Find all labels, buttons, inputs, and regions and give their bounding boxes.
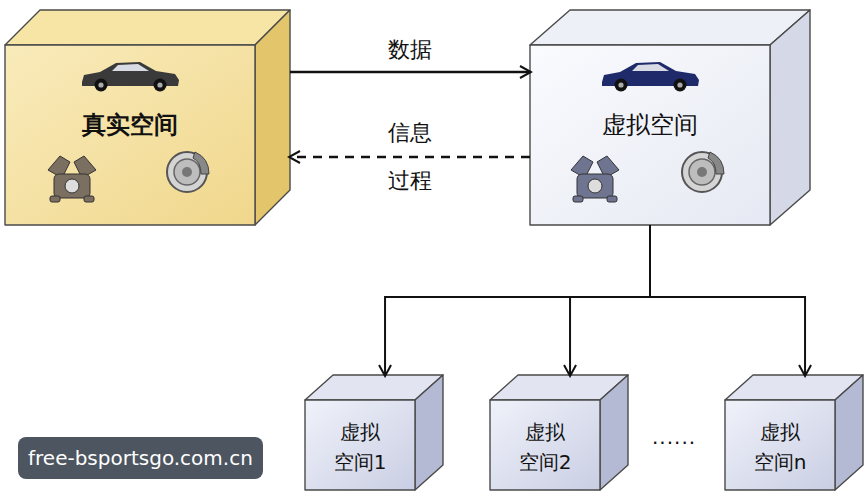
box-label: 虚拟空间 [530,110,770,140]
cube-front [490,400,600,490]
flow-arrow [650,225,805,375]
cube-front [5,45,255,225]
cube-side [255,10,290,225]
box-label: 虚拟 空间2 [513,417,577,477]
cube-top [530,10,810,45]
cube-front [725,400,835,490]
cube-front [305,400,415,490]
cube-side [415,375,443,490]
edge-label: 信息 过程 [384,109,437,205]
cube-box: 虚拟 空间2 [490,375,628,490]
flow-arrow [385,225,650,375]
cube-side [770,10,810,225]
box-label: 真实空间 [5,110,255,140]
box-label: 虚拟 空间1 [328,417,392,477]
cube-front [530,45,770,225]
ellipsis-mark: ...... [652,425,696,449]
cube-box: 虚拟空间 [530,10,810,225]
cube-side [600,375,628,490]
edge-label: 数据 [384,35,437,65]
cube-box: 虚拟 空间1 [305,375,443,490]
flow-arrow [290,156,530,159]
flow-arrow [290,71,530,74]
cube-side [835,375,863,490]
cube-box: 虚拟 空间n [725,375,863,490]
cube-top [5,10,290,45]
cube-box: 真实空间 [5,10,290,225]
box-label: 虚拟 空间n [748,417,812,477]
flow-arrow [570,225,650,375]
watermark: free-bsportsgo.com.cn [18,437,263,479]
